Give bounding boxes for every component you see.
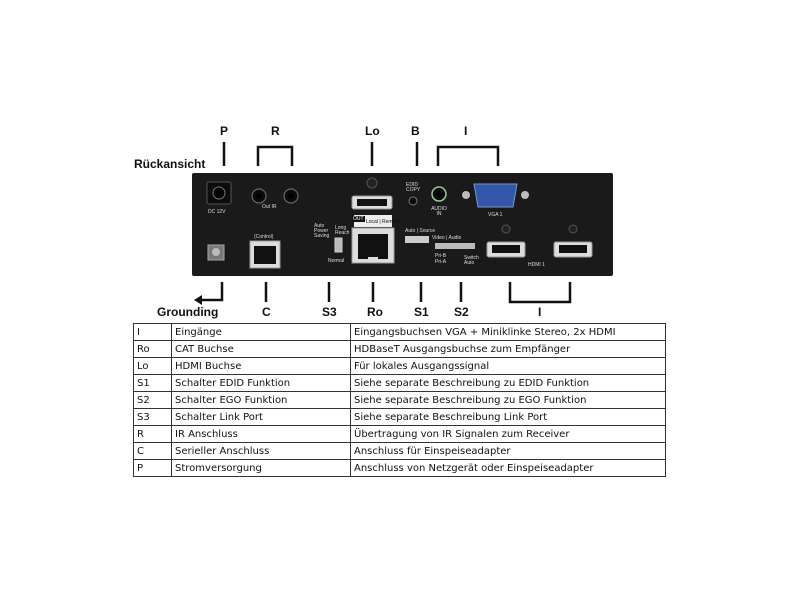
video-audio-label: Video | Audio (432, 235, 462, 241)
label-lo-top: Lo (365, 124, 380, 138)
cell-code: P (133, 459, 172, 477)
cell-code: S2 (133, 391, 172, 409)
ego-switch (435, 243, 475, 249)
screw (366, 177, 378, 189)
cell-name: Schalter EGO Funktion (171, 391, 351, 409)
label-c-bottom: C (262, 305, 271, 319)
cell-code: Lo (133, 357, 172, 375)
cell-name: IR Anschluss (171, 425, 351, 443)
pri-a-label: Pri-A (435, 259, 447, 265)
label-grounding: Grounding (157, 305, 219, 319)
vga-label: VGA 1 (488, 212, 503, 218)
cell-desc: Eingangsbuchsen VGA + Miniklinke Stereo,… (350, 323, 666, 341)
cell-name: Schalter Link Port (171, 408, 351, 426)
cell-desc: Siehe separate Beschreibung Link Port (350, 408, 666, 426)
callout-r-top (256, 145, 294, 166)
label-p-top: P (220, 124, 229, 138)
dc-label: DC 12V (208, 209, 226, 215)
cell-code: R (133, 425, 172, 443)
callout-i-top (436, 145, 500, 166)
edid-copy-button (408, 196, 418, 206)
cell-desc: Siehe separate Beschreibung zu EDID Funk… (350, 374, 666, 392)
cell-code: S3 (133, 408, 172, 426)
label-b-top: B (411, 124, 420, 138)
label-ro-bottom: Ro (367, 305, 383, 319)
vga-port (473, 183, 518, 208)
cell-desc: Anschluss von Netzgerät oder Einspeisead… (350, 459, 666, 477)
cell-name: Stromversorgung (171, 459, 351, 477)
cell-code: Ro (133, 340, 172, 358)
cell-code: I (133, 323, 172, 341)
cell-name: Serieller Anschluss (171, 442, 351, 460)
label-s2-bottom: S2 (454, 305, 469, 319)
grounding-arrow-icon (194, 295, 202, 305)
hdmi-label: HDMI 1 (528, 262, 545, 268)
device-illustration (206, 177, 593, 269)
control-label: (Control) (254, 234, 274, 240)
cell-desc: Siehe separate Beschreibung zu EGO Funkt… (350, 391, 666, 409)
cell-desc: Für lokales Ausgangssignal (350, 357, 666, 375)
label-i-bottom: I (538, 305, 542, 319)
cell-name: Schalter EDID Funktion (171, 374, 351, 392)
local-remote-label: Local | Remote (366, 219, 400, 225)
callout-i-bottom (508, 282, 572, 304)
label-s3-bottom: S3 (322, 305, 337, 319)
label-i-top: I (464, 124, 468, 138)
auto-power-saving-label: Auto Power Saving (314, 223, 330, 239)
label-r-top: R (271, 124, 280, 138)
cell-name: HDMI Buchse (171, 357, 351, 375)
pri-b-label: Pri-B (435, 253, 447, 259)
device-rear-panel: DC 12V Out IR (Control) Auto Power Savin… (192, 173, 613, 276)
out-label: OUT (352, 216, 365, 222)
long-reach-label: Long Reach (335, 225, 350, 236)
ir-out-label: Out IR (262, 204, 277, 210)
switch-auto-label: Switch Auto (464, 255, 479, 266)
cell-code: S1 (133, 374, 172, 392)
edid-switch (405, 236, 429, 243)
link-port-switch (334, 237, 343, 253)
cell-desc: Anschluss für Einspeiseadapter (350, 442, 666, 460)
cell-name: CAT Buchse (171, 340, 351, 358)
callout-grounding (200, 282, 224, 302)
cell-code: C (133, 442, 172, 460)
cell-desc: HDBaseT Ausgangsbuchse zum Empfänger (350, 340, 666, 358)
view-title: Rückansicht (134, 157, 206, 171)
cell-desc: Übertragung von IR Signalen zum Receiver (350, 425, 666, 443)
normal-label: Normal (328, 258, 345, 264)
cell-name: Eingänge (171, 323, 351, 341)
auto-source-label: Auto | Source (405, 228, 436, 234)
label-s1-bottom: S1 (414, 305, 429, 319)
audio-in-label: AUDIO IN (431, 206, 447, 217)
edid-copy-label: EDID COPY (406, 182, 421, 193)
